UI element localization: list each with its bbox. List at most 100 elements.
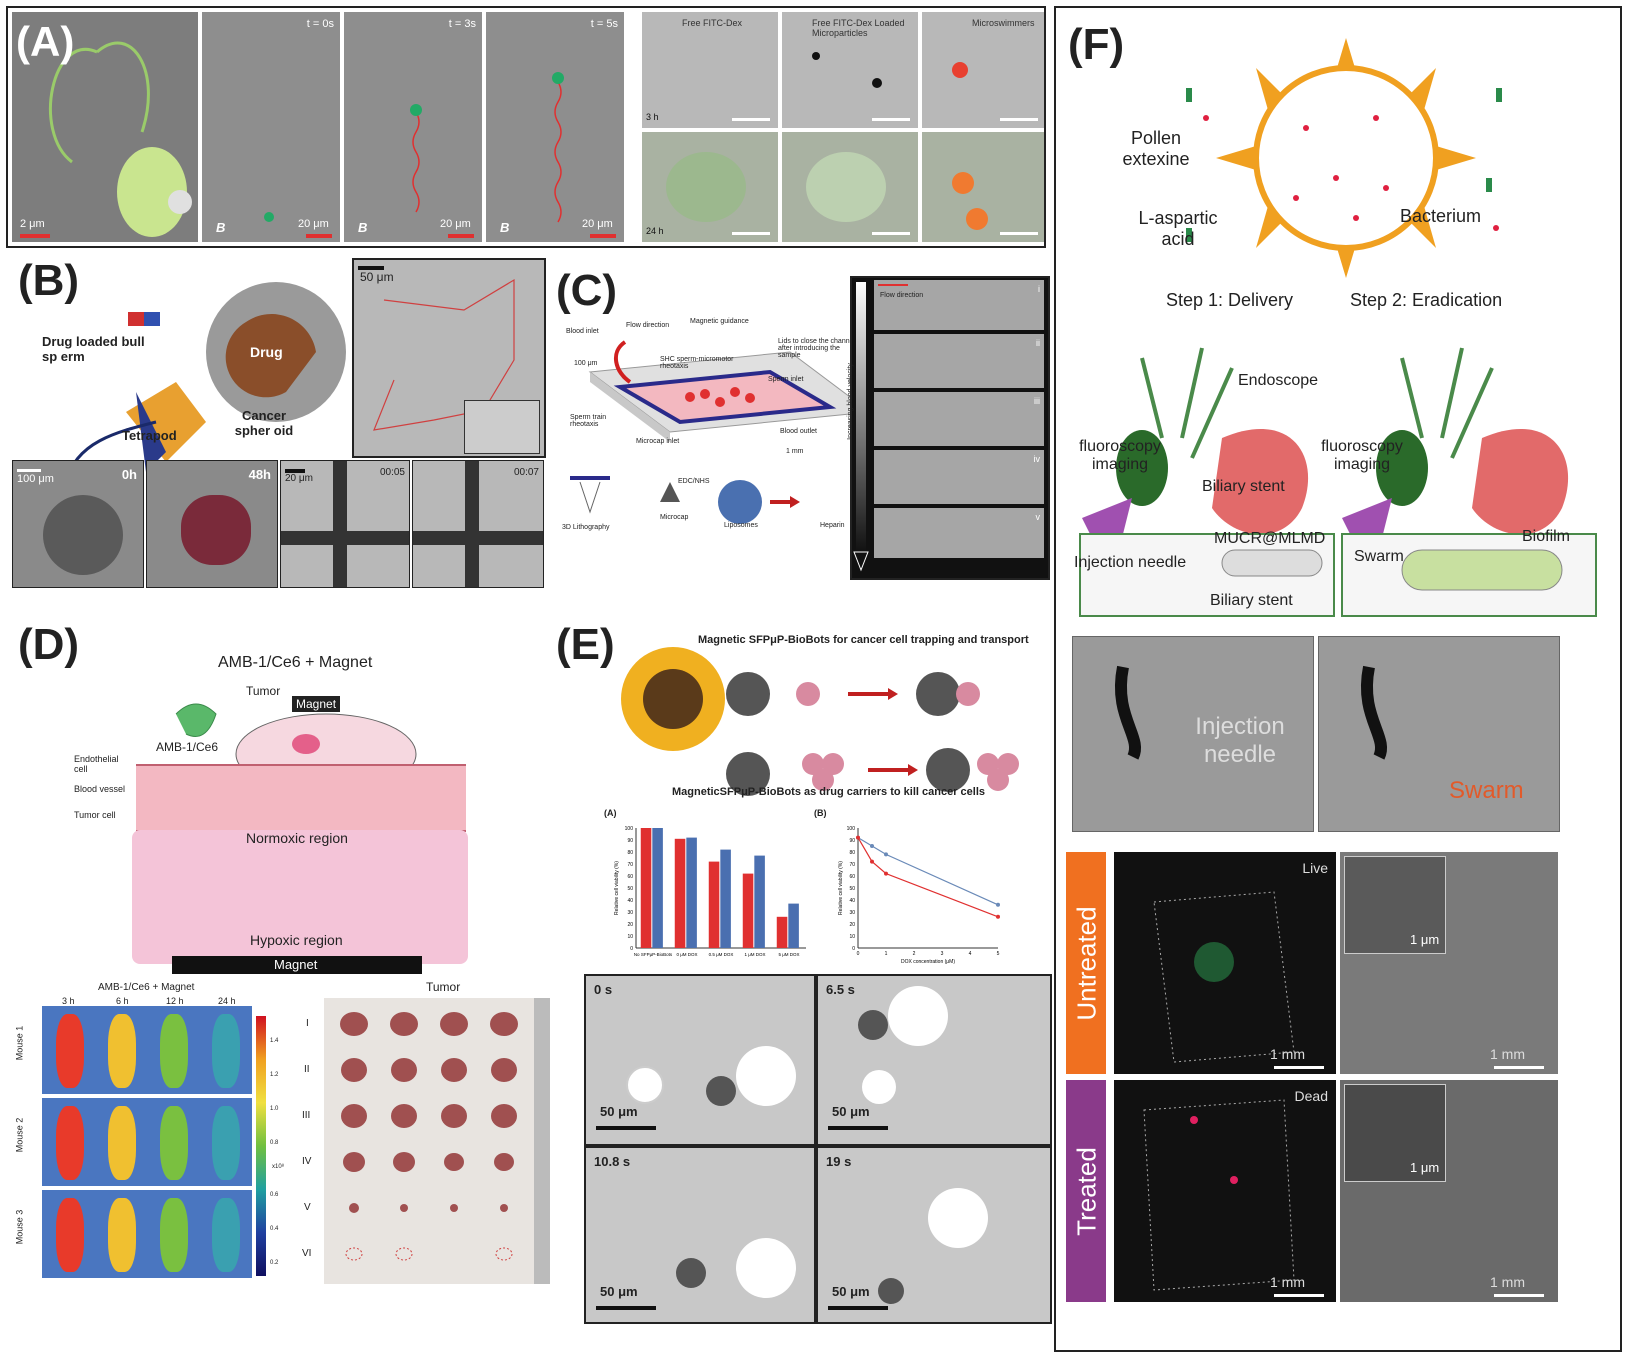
sem-treated: 1 μm 1 mm (1340, 1080, 1558, 1302)
xray-swarm: Swarm (1318, 636, 1560, 832)
series-line (857, 837, 999, 906)
tumor-spots (340, 1012, 518, 1261)
y-tick-label: 10 (627, 934, 633, 940)
fitc-mp-3h: Free FITC-Dex Loaded Microparticles (782, 12, 918, 128)
microfluidic-chip-drawing (588, 340, 872, 442)
plabel-e: (E) (556, 620, 615, 669)
x-tick-label: 0 μM DOX (676, 952, 697, 957)
sperm-track-image: 50 μm (352, 258, 546, 458)
x-tick-label: 2 (913, 951, 916, 957)
spheroid-0h: 100 μm 0h (12, 460, 144, 588)
y-tick-label: 90 (849, 838, 855, 844)
microalga-drawing (49, 41, 192, 237)
spheroid-48h: 48h (146, 460, 278, 588)
y-tick-label: 90 (627, 838, 633, 844)
y-tick-label: 60 (627, 874, 633, 880)
data-point (996, 902, 1000, 907)
dead-image: Dead 1 mm (1114, 1080, 1336, 1302)
plabel-f: (F) (1068, 20, 1125, 69)
plabel-b: (B) (18, 256, 80, 305)
sunflower-drawing (621, 647, 725, 751)
untreated-label (1066, 852, 1106, 1074)
channel-0005: 20 μm 00:05 (280, 460, 410, 588)
bar (652, 828, 663, 948)
panel-f: (F) Pollen extexine L-aspartic acid Bact… (1054, 6, 1622, 1352)
y-tick-label: 20 (849, 922, 855, 928)
bar (776, 916, 788, 948)
y-tick-label: 70 (849, 862, 855, 868)
delivery-drawing (1079, 347, 1597, 617)
y-tick-label: 60 (849, 874, 855, 880)
fitc-free-24h: 24 h (642, 132, 778, 242)
bar (754, 855, 765, 948)
bar (686, 837, 697, 948)
x-tick-label: 0.5 μM DOX (709, 952, 734, 957)
bar (742, 873, 754, 948)
track-frame-0: t = 0s B 20 μm (202, 12, 340, 242)
live-image: Live 1 mm (1114, 852, 1336, 1074)
bar (788, 903, 799, 948)
y-tick-label: 100 (625, 826, 634, 832)
vessel-layer (136, 764, 466, 832)
bar (708, 861, 720, 948)
x-tick-label: No SFPμP-BioBots (634, 952, 673, 957)
tumor-tissue (132, 830, 468, 964)
x-tick-label: 5 μM DOX (778, 952, 799, 957)
tumor-photos (324, 998, 550, 1284)
y-tick-label: 40 (627, 898, 633, 904)
y-axis-label: Relative cell viability (%) (614, 861, 620, 915)
scale-sem: 2 μm (20, 218, 45, 230)
data-point (996, 914, 1000, 919)
x-tick-label: 3 (941, 951, 944, 957)
y-tick-label: 50 (849, 886, 855, 892)
sem-image: (A) 2 μm (12, 12, 198, 242)
x-axis-label: DOX concentration (μM) (901, 959, 955, 965)
data-point (870, 844, 874, 848)
y-tick-label: 0 (630, 946, 633, 952)
fabrication-drawing (570, 476, 800, 524)
y-tick-label: 10 (849, 934, 855, 940)
fitc-swimmer-3h: Microswimmers (922, 12, 1044, 128)
x-tick-label: 5 (997, 951, 1000, 957)
y-tick-label: 50 (627, 886, 633, 892)
panel-d: (D) AMB-1/Ce6 + Magnet Tumor Magnet AMB-… (6, 614, 550, 1348)
data-point (884, 852, 888, 857)
velocity-frames: Increasing blood velocity Flow direction… (847, 276, 1050, 580)
track-frame-3: t = 3s B 20 μm (344, 12, 482, 242)
panel-c: (C) Blood inlet Flow direction Magnetic … (550, 252, 1050, 582)
x-tick-label: 0 (857, 951, 860, 957)
fitc-swimmer-24h (922, 132, 1044, 242)
panel-a: (A) 2 μm t = 0s B 20 μm t = 3s B 20 μm t… (6, 6, 1046, 248)
sem-untreated: 1 μm 1 mm (1340, 852, 1558, 1074)
imaging-grid: 3 h 6 h 12 h 24 h (42, 996, 252, 1284)
plabel-a: (A) (16, 18, 75, 65)
y-tick-label: 30 (627, 910, 633, 916)
bar (674, 838, 686, 948)
xray-needle: Injection needle (1072, 636, 1314, 832)
bar (640, 828, 652, 948)
x-tick-label: 1 (885, 951, 888, 957)
panel-e: (E) Magnetic SFPμP-BioBots for cancer ce… (548, 614, 1052, 1348)
y-tick-label: 20 (627, 922, 633, 928)
y-tick-label: 80 (849, 850, 855, 856)
fitc-free-3h: Free FITC-Dex 3 h (642, 12, 778, 128)
y-tick-label: 0 (852, 946, 855, 952)
plabel-d: (D) (18, 620, 80, 669)
y-tick-label: 70 (627, 862, 633, 868)
y-tick-label: 40 (849, 898, 855, 904)
data-point (856, 835, 860, 840)
data-point (870, 859, 874, 864)
pollen-bacteria-drawing (1186, 38, 1502, 278)
series-line (857, 837, 999, 918)
panel-b: (B) Drug loaded bull sp erm Drug Tetrapo… (6, 252, 546, 612)
fitc-mp-24h (782, 132, 918, 242)
y-axis-label: Relative cell viability (%) (838, 861, 844, 915)
channel-0007: 00:07 (412, 460, 544, 588)
x-tick-label: 1 μM DOX (744, 952, 765, 957)
magnet-bar (172, 956, 422, 974)
track-frame-5: t = 5s B 20 μm (486, 12, 624, 242)
y-tick-label: 100 (847, 826, 856, 832)
treated-label (1066, 1080, 1106, 1302)
